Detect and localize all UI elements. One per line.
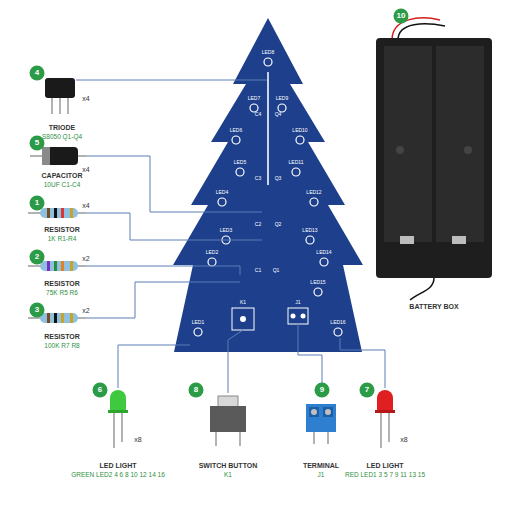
silkscreen-label: J1 (295, 300, 300, 305)
silkscreen-label: LED6 (230, 128, 243, 133)
part-code: 100K R7 R8 (44, 343, 79, 350)
silkscreen-label: LED2 (206, 250, 219, 255)
quantity: x2 (82, 307, 89, 314)
switch-footprint (232, 308, 254, 330)
callout-circle: 4 (29, 65, 45, 81)
part-name: RESISTOR (44, 226, 80, 233)
pcb-trace (267, 72, 269, 185)
part-name: TRIODE (49, 124, 75, 131)
silkscreen-label: K1 (240, 300, 246, 305)
silkscreen-label: LED7 (248, 96, 261, 101)
part-code: S8050 Q1-Q4 (42, 134, 82, 141)
callout-circle: 6 (92, 382, 108, 398)
silkscreen-label: C4 (255, 112, 261, 117)
tree-pcb (173, 18, 363, 352)
part-name: TERMINAL (303, 462, 339, 469)
part-name: BATTERY BOX (409, 303, 458, 310)
callout-circle: 8 (188, 382, 204, 398)
silkscreen-label: LED13 (302, 228, 317, 233)
silkscreen-label: LED3 (220, 228, 233, 233)
callout-circle: 3 (29, 302, 45, 318)
quantity: x8 (134, 436, 141, 443)
silkscreen-label: LED16 (330, 320, 345, 325)
silkscreen-label: LED9 (276, 96, 289, 101)
part-code: GREEN LED2 4 6 8 10 12 14 16 (71, 472, 165, 479)
silkscreen-label: LED1 (192, 320, 205, 325)
part-name: RESISTOR (44, 280, 80, 287)
switch-symbol (210, 396, 246, 446)
green-led-symbol (108, 390, 128, 448)
silkscreen-label: LED10 (292, 128, 307, 133)
silkscreen-label: C1 (255, 268, 261, 273)
silkscreen-label: LED15 (310, 280, 325, 285)
callout-number: 4 (29, 65, 45, 81)
silkscreen-label: Q2 (275, 222, 282, 227)
quantity: x4 (82, 95, 89, 102)
terminal-symbol (306, 404, 336, 444)
part-code: 75K R5 R6 (46, 290, 78, 297)
silkscreen-label: LED5 (234, 160, 247, 165)
callout-circle: 9 (314, 382, 330, 398)
part-code: K1 (224, 472, 232, 479)
terminal-pad (291, 314, 296, 319)
callout-number: 7 (359, 382, 375, 398)
part-code: RED LED1 3 5 7 9 11 13 15 (345, 472, 425, 479)
terminal-pad (301, 314, 306, 319)
callout-circle: 1 (29, 195, 45, 211)
red-led-symbol (375, 390, 395, 448)
part-code: 1K R1-R4 (48, 236, 77, 243)
callout-number: 2 (29, 249, 45, 265)
callout-number: 1 (29, 195, 45, 211)
silkscreen-label: C2 (255, 222, 261, 227)
silkscreen-label: Q4 (275, 112, 282, 117)
callout-number: 3 (29, 302, 45, 318)
switch-pad (240, 316, 246, 322)
silkscreen-label: C3 (255, 176, 261, 181)
silkscreen-label: Q3 (275, 176, 282, 181)
part-name: LED LIGHT (100, 462, 137, 469)
silkscreen-label: LED14 (316, 250, 331, 255)
callout-circle: 7 (359, 382, 375, 398)
part-name: LED LIGHT (367, 462, 404, 469)
callout-circle: 2 (29, 249, 45, 265)
leader-line (76, 80, 385, 397)
silkscreen-label: LED11 (289, 160, 304, 165)
part-name: SWITCH BUTTON (199, 462, 258, 469)
led-footprint (194, 58, 342, 336)
callout-circle: 10 (393, 8, 409, 24)
callout-number: 10 (393, 8, 409, 24)
transistor-symbol (45, 78, 75, 114)
silkscreen-label: LED4 (216, 190, 229, 195)
silkscreen-label: Q1 (273, 268, 280, 273)
callout-number: 8 (188, 382, 204, 398)
callout-number: 6 (92, 382, 108, 398)
silkscreen-label: LED8 (262, 50, 275, 55)
terminal-footprint (288, 308, 308, 324)
quantity: x8 (400, 436, 407, 443)
silkscreen-label: LED12 (306, 190, 321, 195)
part-name: RESISTOR (44, 333, 80, 340)
quantity: x4 (82, 202, 89, 209)
quantity: x2 (82, 255, 89, 262)
part-code: J1 (318, 472, 325, 479)
part-code: 10UF C1-C4 (44, 182, 80, 189)
callout-number: 9 (314, 382, 330, 398)
battery-box-symbol (376, 18, 492, 300)
part-name: CAPACITOR (42, 172, 83, 179)
quantity: x4 (82, 166, 89, 173)
